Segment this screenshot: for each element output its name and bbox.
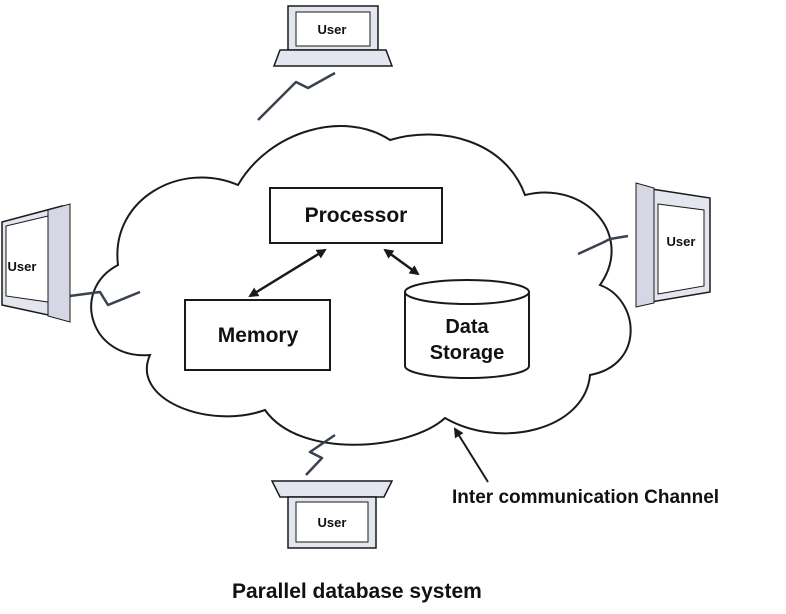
laptop-right: User	[635, 182, 711, 308]
channel-pointer-arrow	[453, 427, 489, 483]
processor-label: Processor	[305, 204, 408, 227]
laptop-bottom: User	[270, 480, 394, 549]
user-label-right: User	[667, 234, 696, 249]
lightning-link-left	[61, 290, 141, 307]
laptop-top-screen	[295, 11, 371, 47]
cloud-shape	[90, 125, 632, 446]
lightning-link-bottom	[305, 433, 336, 476]
laptop-right-base	[635, 182, 655, 308]
lightning-link-right	[577, 234, 629, 256]
user-label-left: User	[8, 259, 37, 274]
laptop-left-base	[47, 203, 71, 323]
memory-label: Memory	[218, 324, 299, 347]
processor-storage-arrow	[383, 248, 420, 276]
data-storage-cylinder: Data Storage	[404, 279, 530, 379]
storage-label-line1: Data	[445, 316, 489, 338]
laptop-left: User	[1, 203, 71, 323]
user-label-bottom: User	[318, 515, 347, 530]
storage-label-line2: Storage	[430, 342, 504, 364]
lightning-link-top	[257, 71, 336, 121]
processor-box: Processor	[269, 187, 443, 244]
user-label-top: User	[318, 22, 347, 37]
channel-label: Inter communication Channel	[452, 487, 719, 508]
laptop-right-screen	[657, 203, 705, 295]
processor-memory-arrow	[248, 248, 327, 298]
laptop-bottom-base	[270, 480, 394, 498]
laptop-bottom-screen	[295, 501, 369, 543]
memory-box: Memory	[184, 299, 331, 371]
laptop-top-base	[272, 49, 394, 67]
laptop-top: User	[272, 5, 394, 67]
diagram-caption: Parallel database system	[232, 580, 482, 603]
